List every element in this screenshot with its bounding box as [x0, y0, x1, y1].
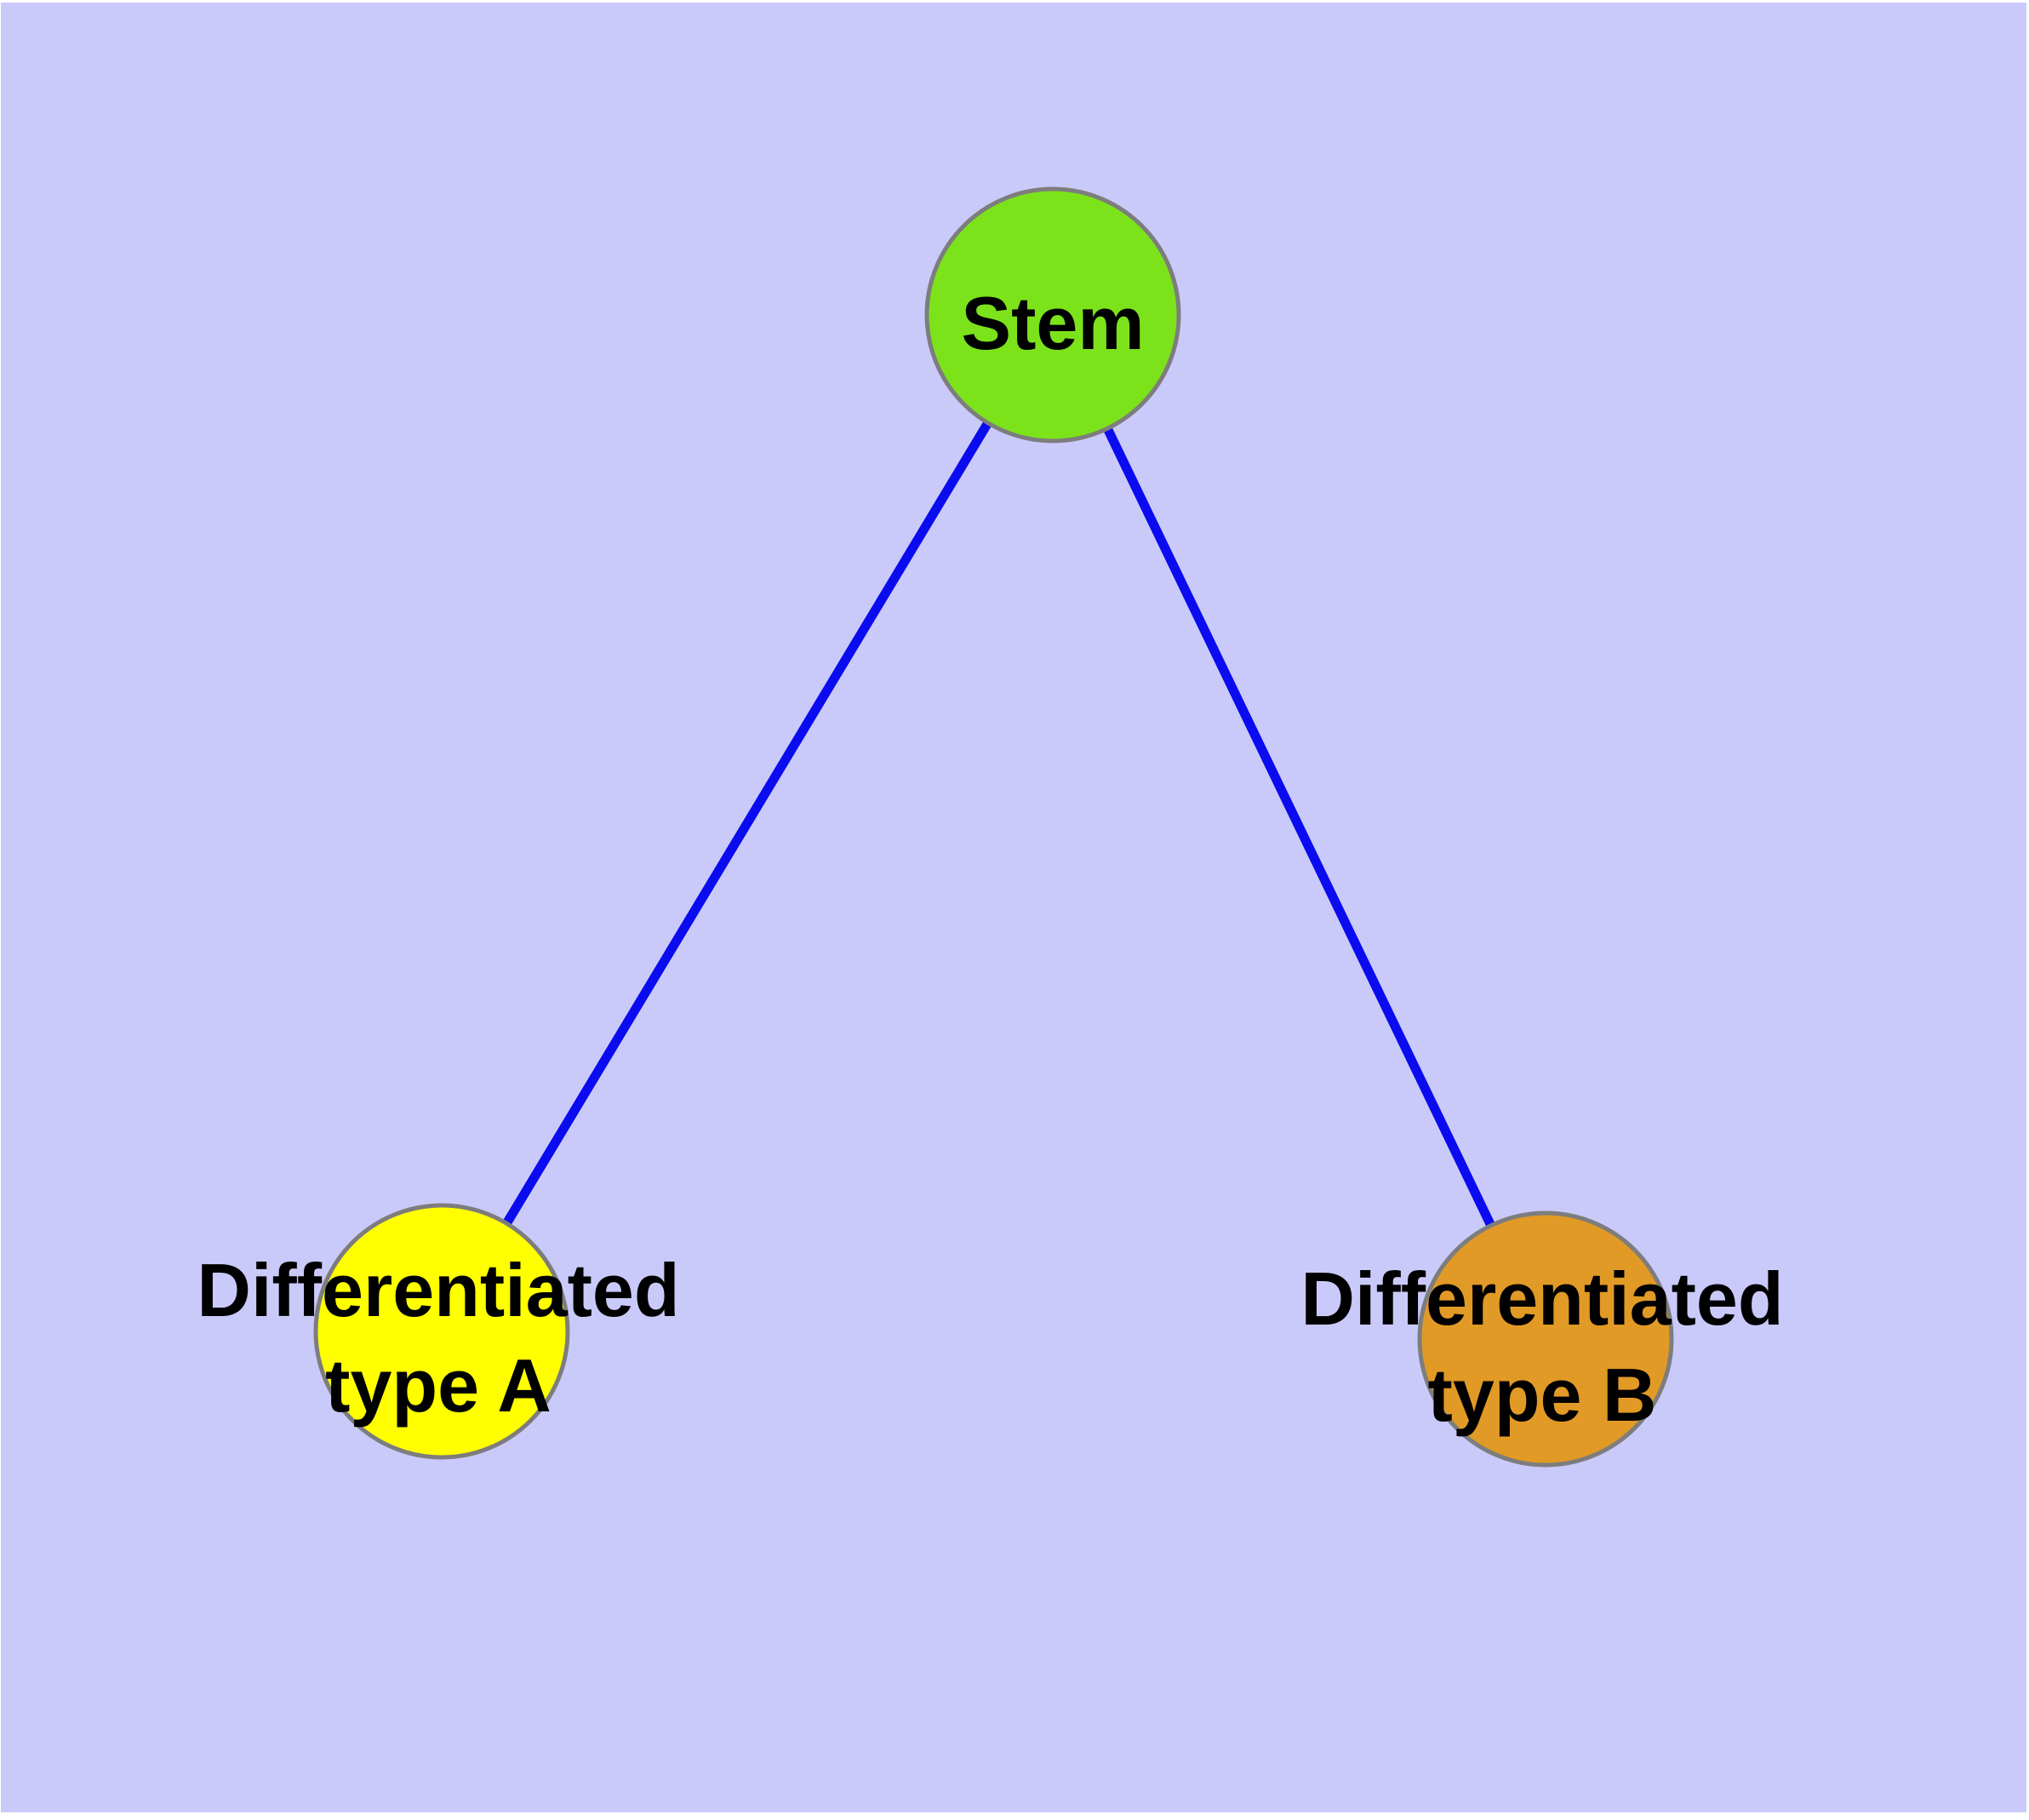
node-stem — [924, 186, 1181, 444]
edge-group — [437, 310, 1551, 1344]
label-group: Stem Differentiated type A Differentiate… — [197, 281, 1783, 1437]
node-type-b-label-line-1: Differentiated — [1300, 1256, 1783, 1341]
edge-stem-to-type-b — [1048, 310, 1551, 1344]
node-stem-label: Stem — [961, 281, 1144, 365]
node-group — [313, 186, 1674, 1468]
node-type-a-label-line-2: type A — [325, 1343, 552, 1428]
node-type-b-label-line-2: type B — [1428, 1353, 1657, 1437]
node-differentiated-type-a — [313, 1203, 570, 1460]
node-differentiated-type-b — [1417, 1210, 1674, 1468]
edge-stem-to-type-a — [437, 310, 1058, 1336]
node-type-a-label-line-1: Differentiated — [197, 1248, 679, 1332]
